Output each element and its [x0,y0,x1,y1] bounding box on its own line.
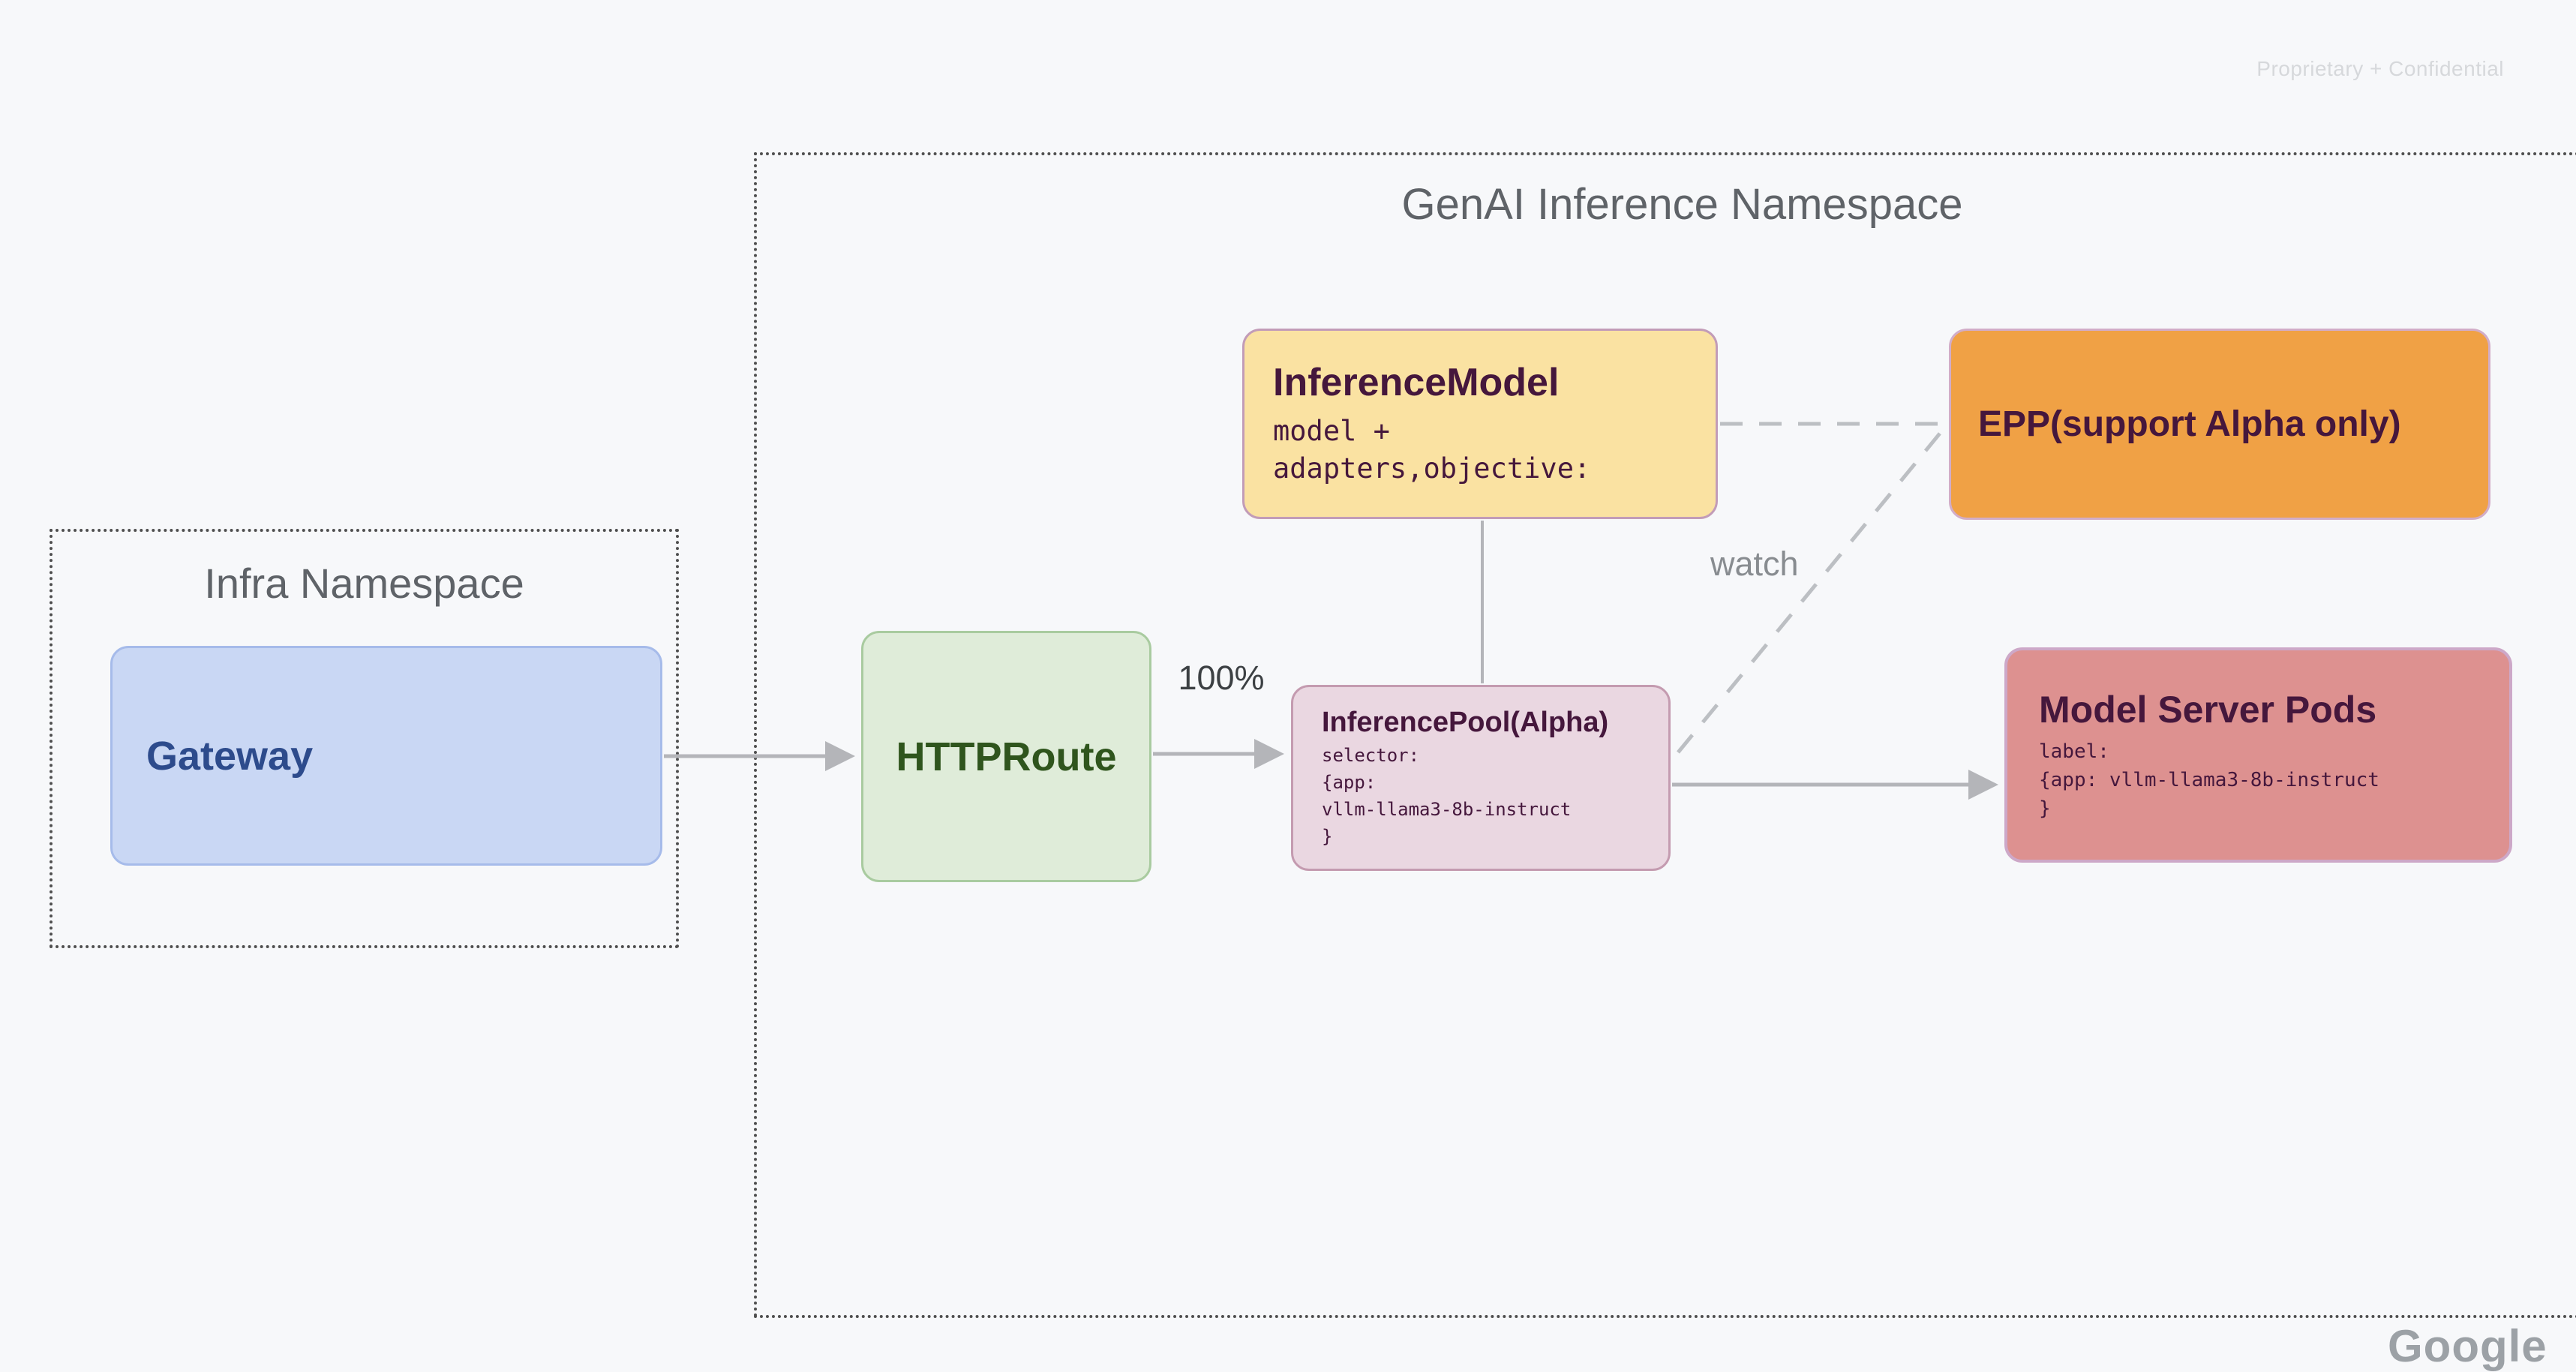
google-logo-partial: Google [2388,1321,2547,1371]
gateway-node-title: Gateway [146,733,314,779]
inference-model-node-spec: model + adapters,objective: [1273,415,1591,485]
httproute-node: HTTPRoute [861,631,1151,882]
infra-namespace-box: Infra Namespace [50,529,679,948]
epp-node-title: EPP(support Alpha only) [1978,404,2401,444]
inference-model-node-title: InferenceModel [1273,361,1560,404]
inference-pool-node-title: InferencePool(Alpha) [1322,706,1609,738]
infra-namespace-title: Infra Namespace [204,560,524,607]
slide-canvas: Proprietary + Confidential GenAI Inferen… [50,57,2576,1371]
traffic-split-label: 100% [1178,659,1265,697]
gateway-node: Gateway [110,646,662,866]
model-server-pods-node-spec: label: {app: vllm-llama3-8b-instruct } [2039,740,2379,820]
watch-label: watch [1710,545,1799,583]
model-server-pods-node: Model Server Pods label: {app: vllm-llam… [2004,647,2512,863]
httproute-node-title: HTTPRoute [896,734,1117,779]
epp-node: EPP(support Alpha only) [1949,329,2490,520]
confidentiality-watermark: Proprietary + Confidential [2256,57,2504,80]
genai-namespace-box: GenAI Inference Namespace [754,152,2576,1318]
model-server-pods-node-title: Model Server Pods [2039,688,2377,731]
inference-pool-node: InferencePool(Alpha) selector: {app: vll… [1291,685,1671,871]
genai-namespace-title: GenAI Inference Namespace [1401,180,1963,229]
inference-pool-node-spec: selector: {app: vllm-llama3-8b-instruct … [1322,744,1572,847]
inference-model-node: InferenceModel model + adapters,objectiv… [1242,329,1718,519]
